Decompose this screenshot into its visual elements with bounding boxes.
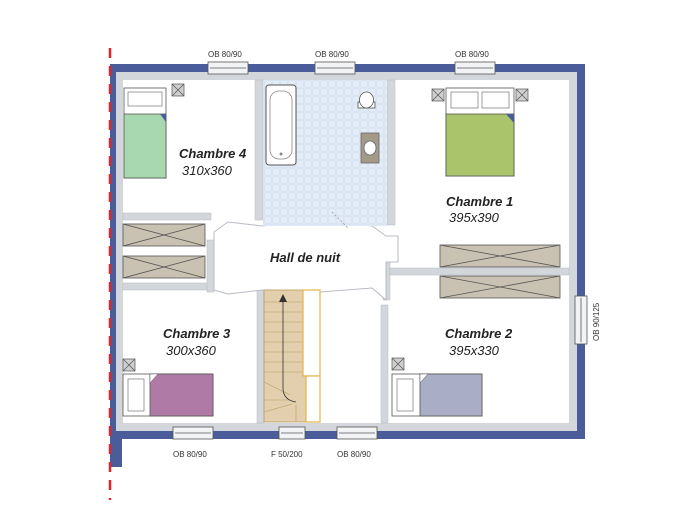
opening-label-top-left: OB 80/90: [208, 50, 242, 59]
room-name-chambre-3: Chambre 3: [163, 326, 231, 341]
staircase: [263, 289, 321, 423]
room-size-chambre-1: 395x390: [449, 210, 500, 225]
opening-label-bottom-right: OB 80/90: [337, 450, 371, 459]
opening-label-bottom-left: OB 80/90: [173, 450, 207, 459]
chambre-2-furniture: [391, 357, 483, 417]
chambre-1-furniture: [431, 87, 529, 177]
wardrobes-left: [122, 223, 206, 279]
opening-label-right: OB 90/125: [592, 302, 601, 341]
opening-label-bottom-mid: F 50/200: [271, 450, 303, 459]
opening-label-top-mid: OB 80/90: [315, 50, 349, 59]
room-name-chambre-4: Chambre 4: [179, 146, 247, 161]
chambre-3-furniture: [122, 358, 214, 417]
room-name-chambre-1: Chambre 1: [446, 194, 513, 209]
sink: [360, 132, 380, 164]
room-size-chambre-4: 310x360: [182, 163, 233, 178]
windows: [172, 61, 588, 440]
bathroom: [263, 80, 387, 229]
room-name-chambre-2: Chambre 2: [445, 326, 513, 341]
wardrobes-right: [439, 244, 561, 299]
room-size-chambre-2: 395x330: [449, 343, 500, 358]
room-name-hall: Hall de nuit: [270, 250, 341, 265]
room-size-chambre-3: 300x360: [166, 343, 217, 358]
opening-label-top-right: OB 80/90: [455, 50, 489, 59]
toilet: [357, 91, 376, 109]
chambre-4-furniture: [123, 83, 185, 179]
